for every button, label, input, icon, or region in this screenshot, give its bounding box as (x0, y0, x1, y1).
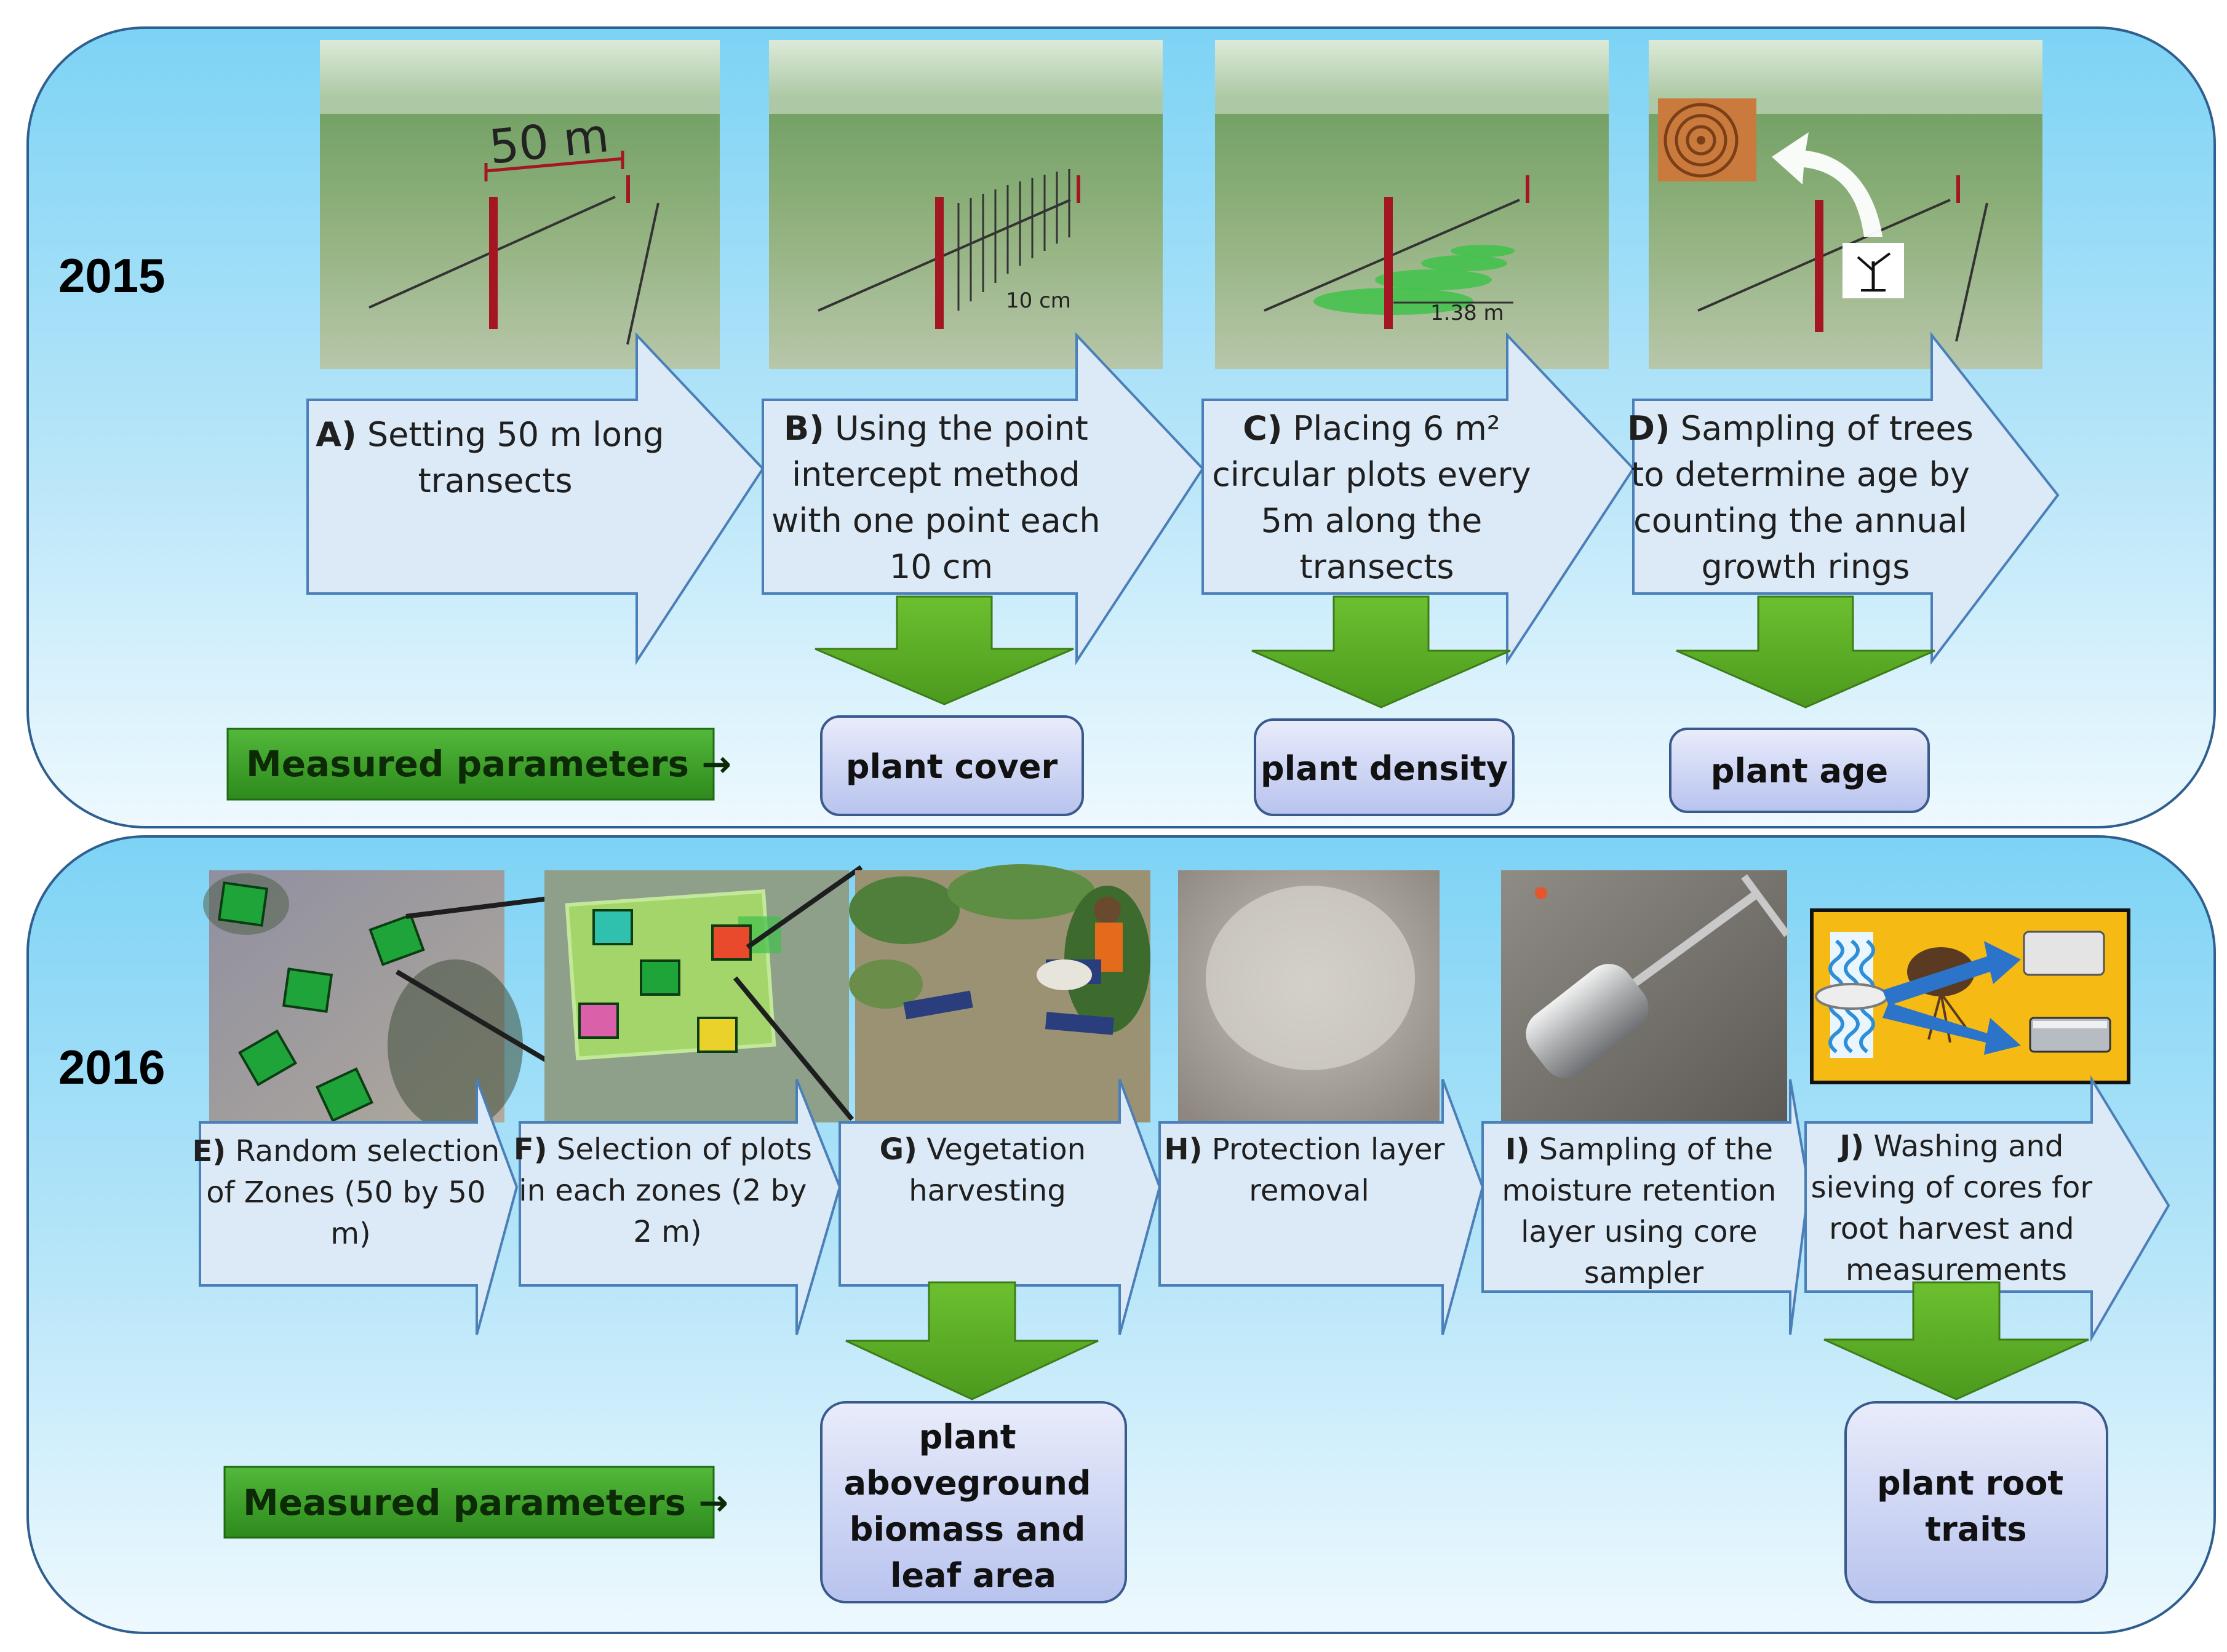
down-arrow-c (1251, 595, 1511, 709)
step-text-e: E) Random selection of Zones (50 by 50 m… (193, 1134, 509, 1251)
step-letter-h: H) (1164, 1132, 1202, 1167)
step-letter-c: C) (1243, 409, 1282, 448)
param-box-plant-age (1669, 728, 1930, 813)
tree-rings-icon (1658, 98, 1756, 181)
param-plant-density: plant density (1261, 749, 1508, 788)
down-arrow-d (1676, 595, 1935, 709)
step-letter-d: D) (1627, 409, 1670, 448)
param-box-aboveground (820, 1401, 1127, 1603)
measured-parameters-box-2015 (226, 728, 715, 801)
photo-aerial-zones-e (203, 870, 523, 1132)
photo-label-138m: 1.38 m (1430, 301, 1504, 325)
param-plant-cover: plant cover (846, 747, 1058, 786)
year-label-2015: 2015 (58, 248, 165, 303)
param-box-root-traits (1844, 1401, 2108, 1603)
photo-soil-h (1178, 870, 1440, 1122)
step-text-j: J) Washing and sieving of cores for root… (1811, 1129, 2102, 1287)
measured-parameters-label-2015: Measured parameters → (246, 743, 731, 785)
step-text-h: H) Protection layer removal (1164, 1132, 1454, 1208)
photo-harvesting-g (849, 864, 1150, 1122)
photo-label-10cm: 10 cm (1006, 288, 1071, 313)
step-letter-i: I) (1505, 1132, 1530, 1167)
photo-intercept-b: 10 cm (769, 40, 1163, 369)
step-text-f: F) Selection of plots in each zones (2 b… (514, 1132, 821, 1249)
step-arrow-g (839, 1079, 1161, 1335)
down-arrow-g (845, 1281, 1099, 1400)
down-arrow-j (1823, 1281, 2089, 1400)
param-box-plant-cover (820, 715, 1084, 816)
zoom-line-2 (395, 969, 549, 1063)
sapling-icon (1843, 243, 1904, 298)
step-arrow-b (762, 332, 1205, 665)
step-letter-a: A) (316, 415, 356, 454)
curved-arrow-icon (1772, 132, 1882, 237)
year-label-2016: 2016 (58, 1040, 165, 1094)
step-text-d: D) Sampling of trees to determine age by… (1627, 409, 1984, 586)
photo-label-50m: 50 m (487, 108, 612, 175)
step-arrow-e (199, 1079, 519, 1335)
step-arrow-f (519, 1079, 842, 1335)
photo-plots-c: 1.38 m (1215, 40, 1609, 369)
zoom-line-3 (746, 865, 863, 950)
step-letter-g: G) (880, 1132, 917, 1167)
step-arrow-j (1804, 1074, 2170, 1343)
blue-arrow-up-icon (1882, 941, 2021, 1006)
step-text-g: G) Vegetation harvesting (880, 1132, 1096, 1208)
step-text-a: A) Setting 50 m long transects (316, 415, 675, 500)
step-arrow-h (1158, 1079, 1484, 1335)
step-arrow-c (1201, 332, 1635, 665)
measured-parameters-label-2016: Measured parameters → (243, 1482, 728, 1523)
step-letter-b: B) (784, 409, 824, 448)
step-letter-f: F) (514, 1132, 548, 1167)
photo-core-sampler-i (1501, 870, 1790, 1122)
photo-transect-a: 50 m (320, 40, 720, 369)
step-arrow-d (1632, 332, 2060, 665)
step-arrow-i (1481, 1079, 1811, 1335)
blue-arrow-down-icon (1882, 1003, 2021, 1055)
zoom-line-4 (733, 976, 855, 1121)
param-box-plant-density (1254, 718, 1515, 816)
param-aboveground: plant aboveground biomass and leaf area (844, 1418, 1103, 1595)
photo-trees-d (1649, 40, 2042, 369)
param-root-traits: plant root traits (1877, 1464, 2075, 1549)
param-plant-age: plant age (1711, 752, 1888, 790)
down-arrow-b (815, 595, 1074, 705)
step-letter-j: J) (1838, 1129, 1864, 1164)
measured-parameters-box-2016 (223, 1466, 715, 1539)
step-letter-e: E) (193, 1134, 226, 1169)
step-text-c: C) Placing 6 m² circular plots every 5m … (1212, 409, 1542, 586)
step-text-i: I) Sampling of the moisture retention la… (1502, 1132, 1785, 1290)
step-arrow-a (306, 332, 765, 665)
step-text-b: B) Using the point intercept method with… (771, 409, 1111, 586)
photo-root-lab-j (1810, 908, 2130, 1084)
